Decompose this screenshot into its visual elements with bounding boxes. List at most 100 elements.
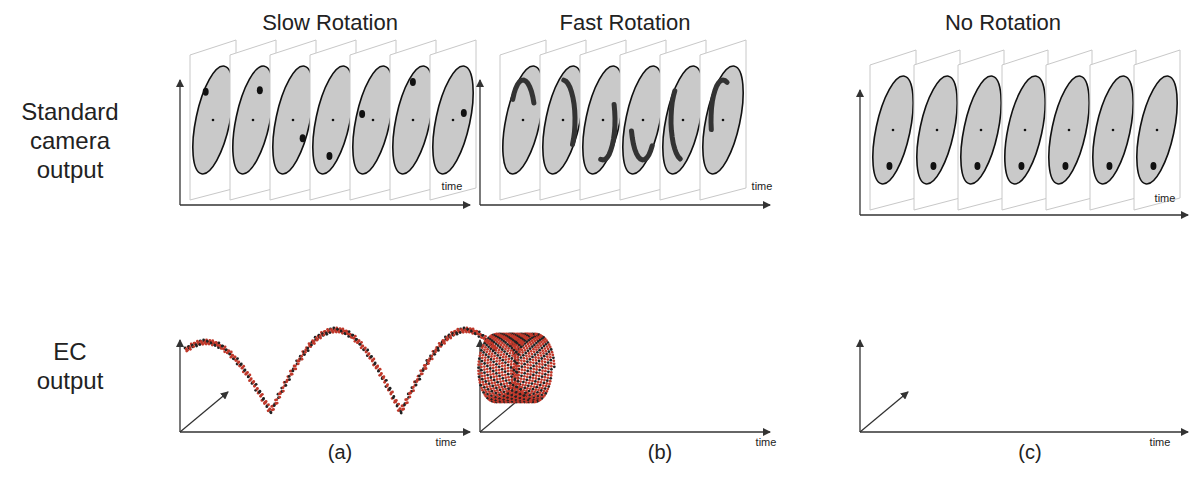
event-dot: [239, 364, 242, 367]
event-dot: [520, 377, 523, 380]
event-dot: [523, 372, 526, 375]
event-dot: [484, 335, 487, 338]
disk-center: [452, 119, 455, 122]
event-dot: [505, 379, 508, 382]
event-dot: [537, 346, 540, 349]
event-dot: [522, 354, 525, 357]
event-dot: [529, 370, 532, 373]
event-dot: [484, 380, 487, 383]
event-dot: [543, 382, 546, 385]
event-dot: [507, 370, 510, 373]
event-dot: [518, 350, 521, 353]
event-dot: [492, 367, 495, 370]
event-dot: [252, 380, 255, 383]
event-dot: [492, 376, 495, 379]
event-dot: [249, 378, 252, 381]
event-dot: [256, 387, 259, 390]
event-dot: [535, 374, 538, 377]
event-dot: [481, 375, 484, 378]
event-dot: [503, 350, 506, 353]
event-dot: [497, 384, 500, 387]
event-dot: [551, 354, 554, 357]
panel-title: No Rotation: [945, 10, 1061, 36]
event-dot: [550, 371, 553, 374]
event-dot: [484, 346, 487, 349]
event-dot: [538, 360, 541, 363]
event-dot: [495, 366, 498, 369]
event-dot: [510, 387, 513, 390]
event-dot: [486, 371, 489, 374]
event-dot: [251, 381, 254, 384]
event-dot: [366, 349, 369, 352]
event-dot: [502, 380, 505, 383]
event-dot: [542, 384, 545, 387]
event-dot: [391, 391, 394, 394]
event-dot: [508, 355, 511, 358]
event-dot: [473, 330, 476, 333]
event-dot: [291, 373, 294, 376]
event-dot: [348, 330, 351, 333]
event-dot: [520, 362, 523, 365]
event-dot: [510, 375, 513, 378]
event-dot: [349, 333, 352, 336]
event-dot: [540, 354, 543, 357]
event-dot: [529, 361, 532, 364]
disk-center: [1156, 129, 1159, 132]
event-dot: [479, 384, 482, 387]
event-dot: [369, 356, 372, 359]
event-dot: [484, 356, 487, 359]
event-dot: [511, 389, 514, 392]
event-dot: [516, 359, 519, 362]
event-dot: [545, 385, 548, 388]
event-dot: [541, 349, 544, 352]
event-dot: [231, 354, 234, 357]
event-dot: [533, 383, 536, 386]
event-dot: [529, 358, 532, 361]
disk-dot: [886, 162, 892, 170]
event-dot: [494, 384, 497, 387]
event-dot: [490, 358, 493, 361]
event-dot: [545, 382, 548, 385]
event-dot: [374, 362, 377, 365]
event-dot: [481, 389, 484, 392]
event-dot: [536, 383, 539, 386]
event-dot: [480, 369, 483, 372]
event-dot: [513, 372, 516, 375]
event-dot: [517, 356, 520, 359]
event-dot: [526, 366, 529, 369]
event-dot: [544, 367, 547, 370]
event-dot: [529, 364, 532, 367]
event-dot: [368, 352, 371, 355]
event-dot: [483, 368, 486, 371]
event-dot: [550, 362, 553, 365]
event-dot: [516, 348, 519, 351]
event-dot: [224, 345, 227, 348]
event-dot: [498, 362, 501, 365]
event-dot: [267, 403, 270, 406]
event-dot: [361, 344, 364, 347]
motion-blur: [711, 80, 727, 130]
event-dot: [509, 384, 512, 387]
event-dot: [513, 378, 516, 381]
event-dot: [517, 380, 520, 383]
event-dot: [361, 345, 364, 348]
event-dot: [553, 362, 556, 365]
disk-dot: [410, 78, 416, 86]
event-dot: [511, 381, 514, 384]
event-dot: [544, 364, 547, 367]
event-dot: [484, 359, 487, 362]
event-dot: [477, 363, 480, 366]
event-dot: [486, 362, 489, 365]
event-dot: [510, 357, 513, 360]
event-dot: [477, 372, 480, 375]
event-dot: [262, 398, 265, 401]
disk-center: [292, 119, 295, 122]
event-dot: [477, 369, 480, 372]
event-dot: [479, 333, 482, 336]
event-dot: [548, 353, 551, 356]
event-dot: [492, 387, 495, 390]
event-dot: [499, 354, 502, 357]
event-dot: [412, 389, 415, 392]
event-dot: [530, 350, 533, 353]
event-dot: [530, 385, 533, 388]
